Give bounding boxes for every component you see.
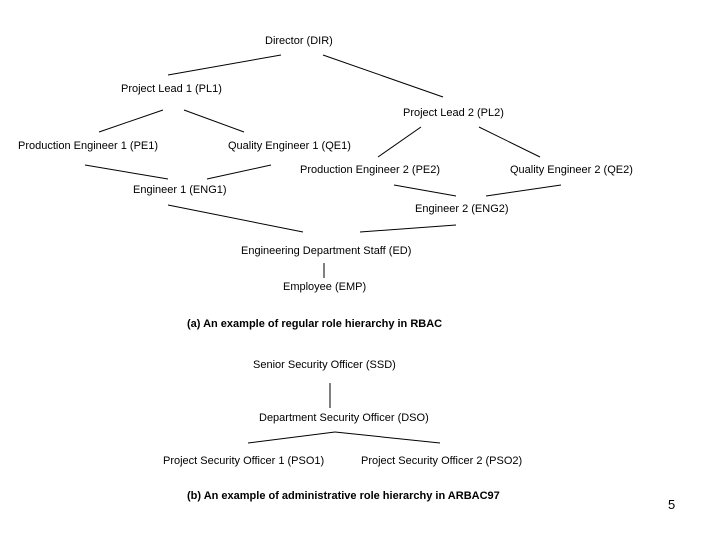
edge-pl1-pe1 (98, 109, 164, 133)
edge-dir-pl2 (322, 54, 444, 98)
edge-pl1-qe1 (183, 109, 245, 133)
node-director: Director (DIR) (265, 35, 333, 47)
node-production-engineer-2: Production Engineer 2 (PE2) (300, 164, 441, 176)
node-senior-security-officer: Senior Security Officer (SSD) (253, 359, 396, 371)
edge-eng1-ed (167, 204, 304, 233)
edge-pl2-pe2 (377, 126, 422, 158)
node-engineering-department-staff: Engineering Department Staff (ED) (241, 245, 412, 257)
node-project-lead-2: Project Lead 2 (PL2) (403, 107, 504, 119)
node-department-security-officer: Department Security Officer (DSO) (259, 412, 429, 424)
node-project-security-officer-2: Project Security Officer 2 (PSO2) (361, 455, 523, 467)
node-engineer-1: Engineer 1 (ENG1) (133, 184, 227, 196)
node-project-security-officer-1: Project Security Officer 1 (PSO1) (163, 455, 325, 467)
edge-dso-pso2 (334, 431, 441, 444)
caption-rbac: (a) An example of regular role hierarchy… (187, 318, 443, 330)
edge-qe2-eng2 (485, 184, 562, 197)
edge-qe1-eng1 (206, 164, 272, 180)
edge-pe1-eng1 (84, 164, 169, 180)
node-employee: Employee (EMP) (283, 281, 367, 293)
node-project-lead-1: Project Lead 1 (PL1) (121, 83, 222, 95)
node-engineer-2: Engineer 2 (ENG2) (415, 203, 509, 215)
node-quality-engineer-1: Quality Engineer 1 (QE1) (228, 140, 351, 152)
node-production-engineer-1: Production Engineer 1 (PE1) (18, 140, 159, 152)
edge-pe2-eng2 (393, 184, 457, 197)
page-number: 5 (668, 497, 676, 512)
edge-eng2-ed (359, 224, 457, 233)
node-quality-engineer-2: Quality Engineer 2 (QE2) (510, 164, 633, 176)
caption-arbac97: (b) An example of administrative role hi… (187, 490, 500, 502)
edge-pl2-qe2 (478, 126, 541, 158)
edge-dso-pso1 (247, 431, 336, 444)
edge-dir-pl1 (167, 54, 282, 76)
